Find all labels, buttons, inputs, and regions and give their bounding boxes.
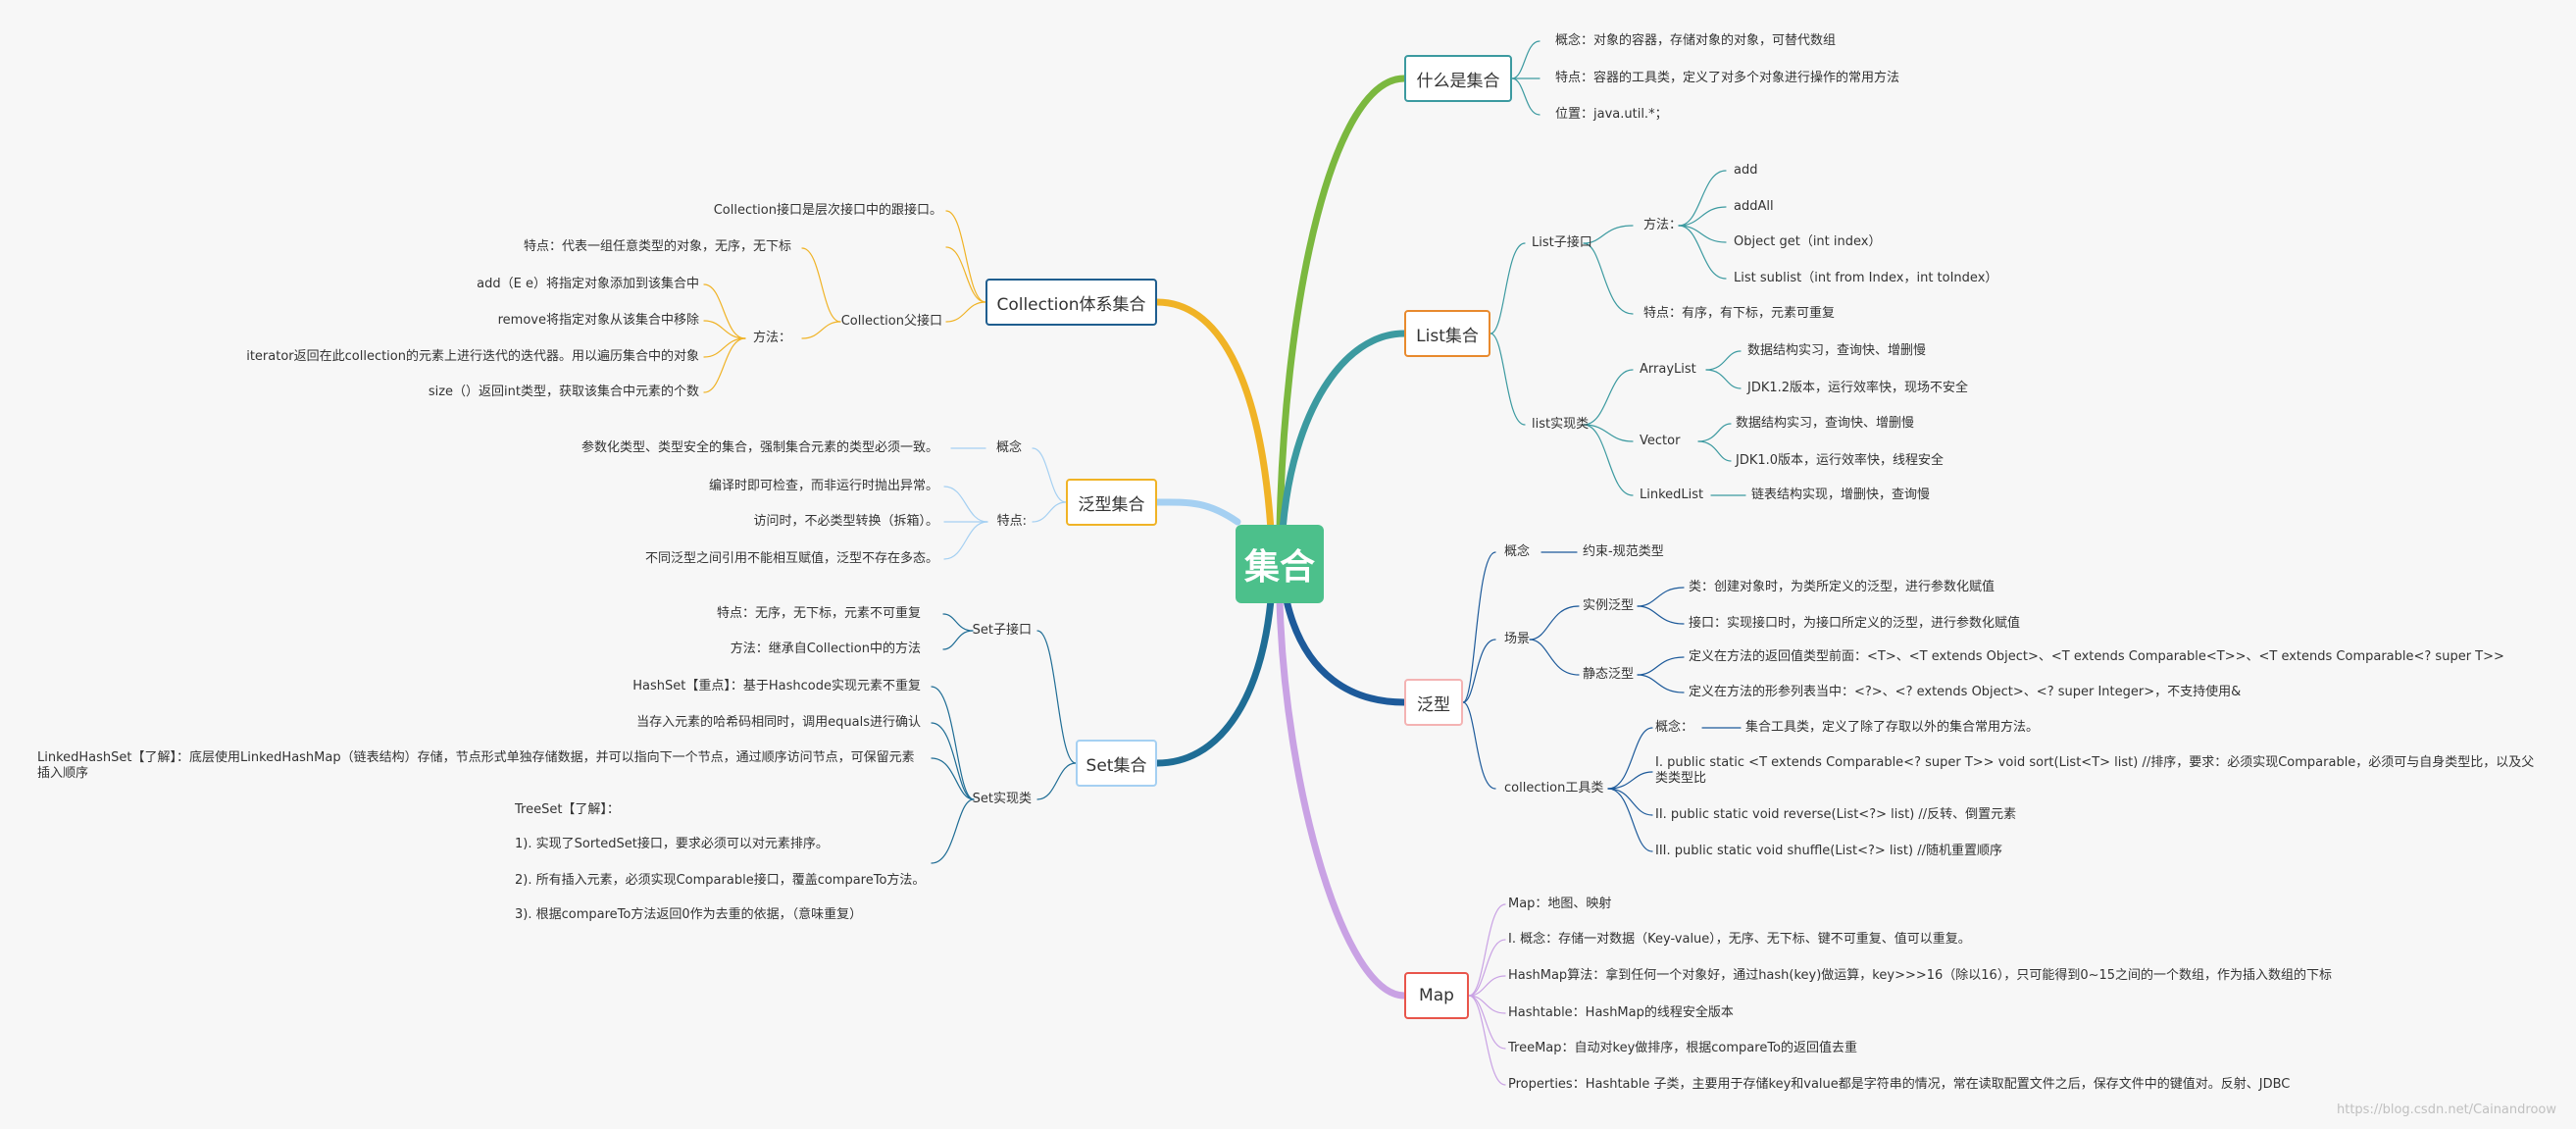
generic-collection-feature: 访问时，不必类型转换（拆箱）。	[753, 514, 938, 529]
instance-generic-label: 实例泛型	[1583, 598, 1635, 613]
tools-item: I. public static <T extends Comparable<?…	[1655, 755, 2535, 786]
list-method: List sublist（int from Index，int toIndex）	[1734, 271, 1998, 285]
map-item: Hashtable：HashMap的线程安全版本	[1508, 1005, 1734, 1020]
map-item: I. 概念：存储一对数据（Key-value），无序、无下标、键不可重复、值可以…	[1508, 932, 1971, 947]
map-item: TreeMap：自动对key做排序，根据compareTo的返回值去重	[1508, 1041, 1858, 1055]
generic-collection-concept: 参数化类型、类型安全的集合，强制集合元素的类型必须一致。	[581, 440, 938, 455]
tools-concept-label: 概念：	[1655, 720, 1694, 735]
static-generic-label: 静态泛型	[1583, 667, 1635, 682]
treeset-item: 1). 实现了SortedSet接口，要求必须可以对元素排序。	[515, 837, 829, 851]
map-item: Map：地图、映射	[1508, 897, 1612, 911]
generic-collection-feature-label: 特点:	[996, 514, 1027, 529]
what-item: 概念：对象的容器，存储对象的对象，可替代数组	[1555, 33, 1837, 48]
set-impl-item: LinkedHashSet【了解】：底层使用LinkedHashMap（链表结构…	[37, 750, 915, 781]
tools-label: collection工具类	[1504, 781, 1604, 795]
generic-collection-feature: 编译时即可检查，而非运行时抛出异常。	[708, 479, 938, 493]
instance-generic-item: 接口：实现接口时，为接口所定义的泛型，进行参数化赋值	[1689, 616, 2021, 631]
node-set[interactable]: Set集合	[1076, 740, 1157, 787]
tools-item: II. public static void reverse(List<?> l…	[1655, 807, 2017, 822]
node-list[interactable]: List集合	[1404, 310, 1490, 357]
collection-item: 特点：代表一组任意类型的对象，无序，无下标	[523, 239, 791, 254]
collection-methods-label: 方法：	[752, 331, 791, 345]
set-impl-item: HashSet【重点】：基于Hashcode实现元素不重复	[632, 679, 921, 693]
set-impl-label: Set实现类	[972, 792, 1032, 806]
collection-method: add（E e）将指定对象添加到该集合中	[477, 277, 699, 291]
vector-item: JDK1.0版本，运行效率快，线程安全	[1736, 453, 1945, 468]
set-impl-item: 当存入元素的哈希码相同时，调用equals进行确认	[636, 715, 921, 730]
linkedlist-label: LinkedList	[1640, 488, 1704, 502]
tools-item: III. public static void shuffle(List<?> …	[1655, 844, 2002, 858]
arraylist-label: ArrayList	[1640, 362, 1696, 377]
generic-concept: 约束-规范类型	[1583, 544, 1664, 559]
list-sub-label: List子接口	[1532, 235, 1592, 250]
arraylist-item: 数据结构实习，查询快、增删慢	[1747, 343, 1927, 358]
watermark: https://blog.csdn.net/Cainandroow	[2336, 1103, 2556, 1117]
collection-method: size（）返回int类型，获取该集合中元素的个数	[428, 385, 699, 399]
node-map[interactable]: Map	[1404, 972, 1469, 1019]
linkedlist-item: 链表结构实现，增删快，查询慢	[1751, 488, 1931, 502]
set-sub-item: 特点：无序，无下标，元素不可重复	[716, 606, 921, 621]
collection-method: iterator返回在此collection的元素上进行迭代的迭代器。用以遍历集…	[246, 349, 699, 364]
generic-concept-label: 概念	[1504, 544, 1531, 559]
set-sub-item: 方法：继承自Collection中的方法	[730, 641, 921, 656]
arraylist-item: JDK1.2版本，运行效率快，现场不安全	[1747, 381, 1969, 395]
node-generic-collection[interactable]: 泛型集合	[1066, 479, 1157, 526]
list-methods-label: 方法：	[1643, 218, 1683, 232]
collection-method: remove将指定对象从该集合中移除	[497, 313, 699, 328]
static-generic-item: 定义在方法的返回值类型前面：<T>、<T extends Object>、<T …	[1689, 649, 2504, 664]
node-generic[interactable]: 泛型	[1404, 679, 1463, 726]
treeset-title: TreeSet【了解】：	[515, 802, 620, 817]
treeset-item: 2). 所有插入元素，必须实现Comparable接口，覆盖compareTo方…	[515, 873, 926, 888]
root-node[interactable]: 集合	[1236, 525, 1324, 603]
list-method: Object get（int index）	[1734, 234, 1882, 249]
treeset-item: 3). 根据compareTo方法返回0作为去重的依据，（意味重复）	[515, 907, 863, 922]
node-what-is-collection[interactable]: 什么是集合	[1404, 55, 1512, 102]
what-item: 特点：容器的工具类，定义了对多个对象进行操作的常用方法	[1555, 71, 1900, 85]
what-item: 位置：java.util.*；	[1555, 107, 1668, 122]
list-feature: 特点：有序，有下标，元素可重复	[1643, 306, 1836, 321]
vector-label: Vector	[1640, 434, 1681, 448]
instance-generic-item: 类：创建对象时，为类所定义的泛型，进行参数化赋值	[1689, 580, 1995, 594]
map-item: Properties：Hashtable 子类，主要用于存储key和value都…	[1508, 1077, 2291, 1092]
list-method: addAll	[1734, 199, 1774, 214]
generic-collection-concept-label: 概念	[995, 440, 1022, 455]
list-impl-label: list实现类	[1532, 417, 1590, 432]
generic-collection-feature: 不同泛型之间引用不能相互赋值，泛型不存在多态。	[644, 551, 938, 566]
vector-item: 数据结构实习，查询快、增删慢	[1736, 416, 1915, 431]
collection-parent-label: Collection父接口	[840, 314, 942, 329]
set-sub-label: Set子接口	[972, 623, 1032, 638]
collection-item: Collection接口是层次接口中的跟接口。	[713, 203, 942, 218]
static-generic-item: 定义在方法的形参列表当中：<?>、<? extends Object>、<? s…	[1689, 685, 2242, 699]
list-method: add	[1734, 163, 1758, 178]
tools-concept: 集合工具类，定义了除了存取以外的集合常用方法。	[1745, 720, 2040, 735]
map-item: HashMap算法：拿到任何一个对象好，通过hash(key)做运算，key>>…	[1508, 968, 2333, 983]
node-collection-system[interactable]: Collection体系集合	[985, 279, 1157, 326]
generic-scene-label: 场景	[1504, 632, 1531, 646]
